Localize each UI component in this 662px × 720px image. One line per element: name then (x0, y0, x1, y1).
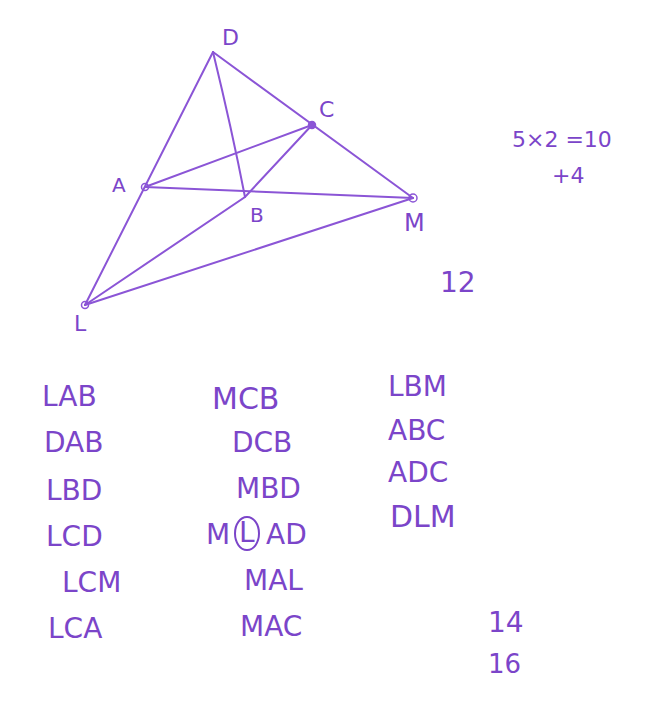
triangle-name: DAB (44, 428, 103, 459)
point-label: A (112, 174, 126, 196)
triangle-name: LAB (42, 382, 97, 413)
segment (85, 125, 312, 305)
triangle-name: AD (266, 520, 307, 551)
calculation-note: 5×2 =10 (512, 128, 612, 152)
triangle-name: LBD (46, 476, 102, 507)
point-label: M (404, 210, 425, 236)
triangle-name: ABC (388, 416, 445, 447)
segment (85, 198, 413, 305)
triangle-name: LCD (46, 522, 103, 553)
segment (145, 187, 413, 198)
calculation-note: +4 (552, 164, 584, 188)
point-label: B (250, 204, 264, 226)
point-dot (309, 122, 316, 129)
total-note: 16 (488, 650, 521, 679)
triangle-name: L (234, 516, 260, 551)
triangle-name: ADC (388, 458, 448, 489)
triangle-name: MBD (236, 474, 301, 505)
triangle-name: DLM (390, 500, 456, 533)
point-dot (82, 302, 89, 309)
calculation-note: 12 (440, 268, 476, 299)
point-dot (409, 194, 417, 202)
segment (213, 52, 245, 197)
point-label: L (74, 312, 86, 336)
triangle-name: DCB (232, 428, 292, 459)
triangle-name: MAL (244, 566, 303, 597)
segment (85, 52, 213, 305)
triangle-name: LCA (48, 614, 102, 645)
segment (145, 125, 312, 187)
triangle-name: LBM (388, 372, 447, 403)
point-label: C (319, 98, 334, 122)
triangle-name: MAC (240, 612, 302, 643)
triangle-name: LCM (62, 568, 121, 599)
segment (213, 52, 413, 198)
triangle-name: MCB (212, 382, 279, 415)
point-dot (142, 184, 149, 191)
point-label: D (222, 26, 239, 50)
triangle-name: M (206, 520, 230, 551)
total-note: 14 (488, 608, 524, 639)
